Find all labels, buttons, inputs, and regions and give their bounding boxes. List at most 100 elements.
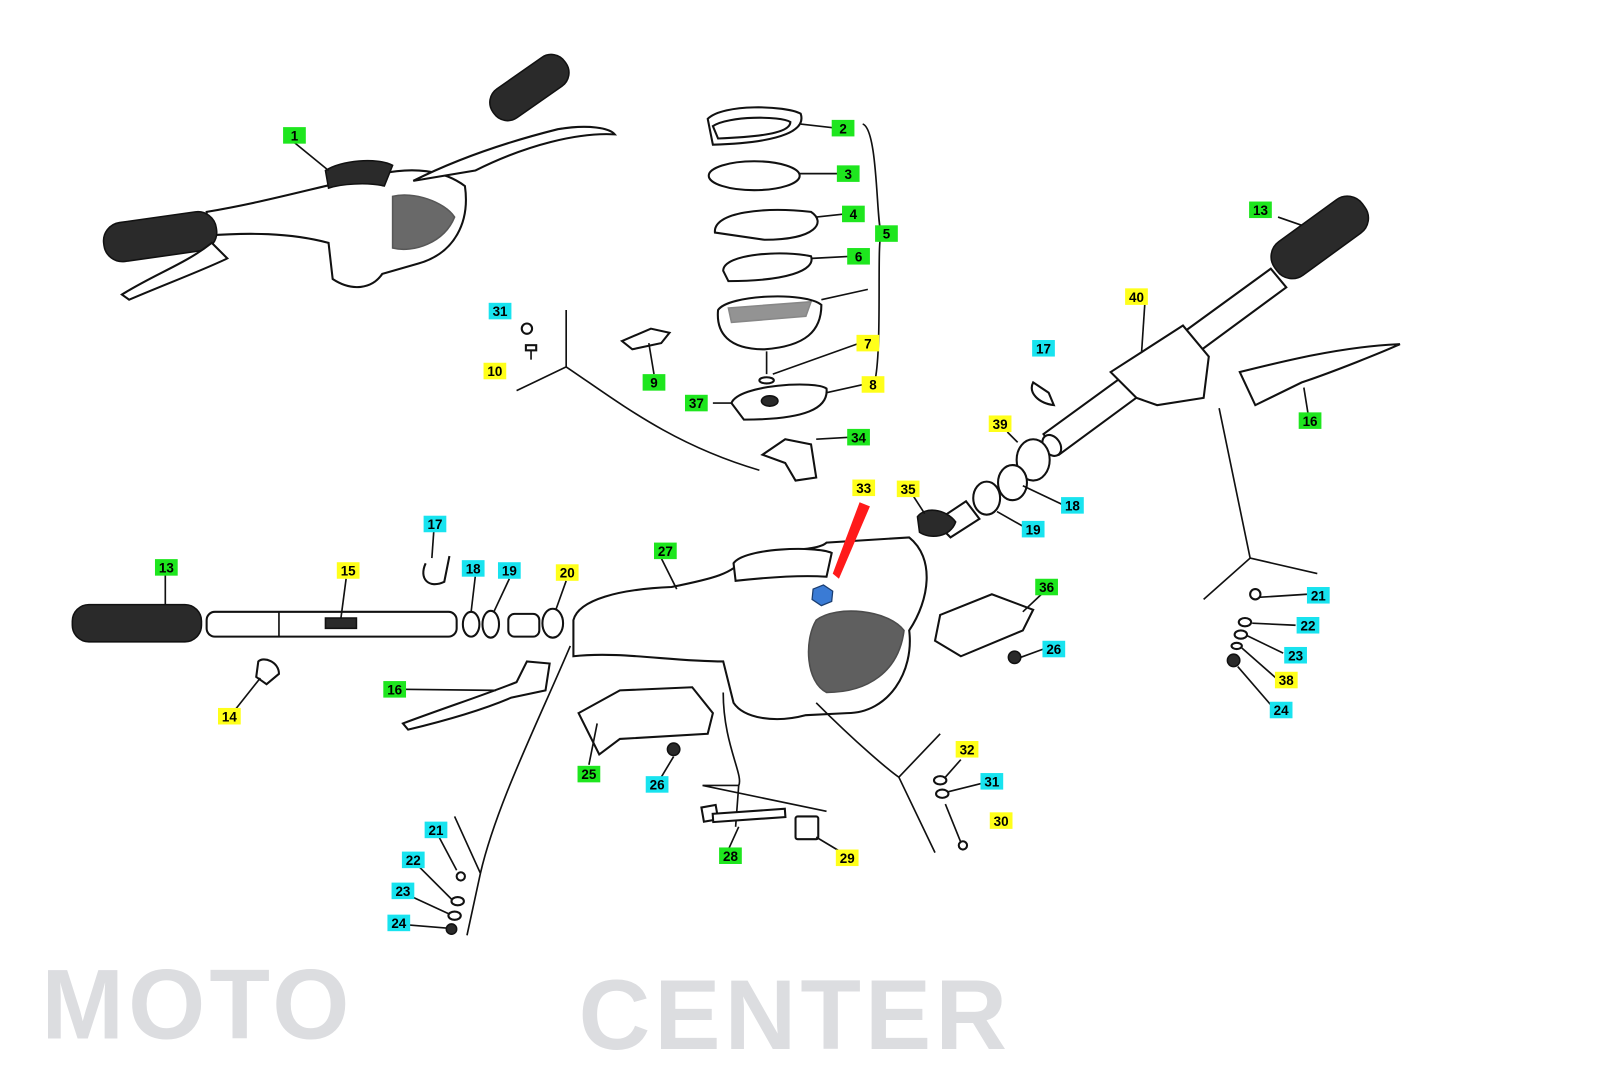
part-number: 7 <box>864 336 871 351</box>
part-label-10: 10 <box>483 362 507 380</box>
label-highlight <box>1296 616 1320 634</box>
part-label-14: 14 <box>217 707 241 725</box>
part-label-19: 19 <box>497 562 521 579</box>
watermark-text: CENTER <box>579 960 1012 1071</box>
part-number: 25 <box>581 767 596 782</box>
part-number: 8 <box>869 378 877 393</box>
part-number: 4 <box>850 207 858 222</box>
part-label-18: 18 <box>1061 497 1084 514</box>
label-highlight <box>497 562 521 579</box>
part-number: 16 <box>1303 414 1318 429</box>
part-label-17: 17 <box>1032 340 1055 357</box>
label-highlight <box>875 225 898 242</box>
part-label-34: 34 <box>847 428 870 446</box>
part-label-6: 6 <box>847 248 870 265</box>
part-number: 34 <box>851 430 866 445</box>
right-handlebar-parts <box>912 195 1401 706</box>
part-label-4: 4 <box>842 205 865 223</box>
part-number: 21 <box>429 823 444 838</box>
label-highlight <box>424 821 448 839</box>
part-number: 40 <box>1129 290 1144 305</box>
left-handlebar-parts <box>71 529 572 936</box>
part-label-25: 25 <box>577 765 601 783</box>
part-label-31: 31 <box>488 302 512 320</box>
part-label-5: 5 <box>875 225 898 242</box>
part-number: 26 <box>650 778 665 793</box>
label-highlight <box>1306 587 1330 604</box>
part-number: 28 <box>723 849 738 864</box>
label-highlight <box>461 560 485 577</box>
part-label-22: 22 <box>401 851 425 869</box>
part-label-23: 23 <box>391 882 415 900</box>
label-highlight <box>988 415 1012 432</box>
part-number: 39 <box>993 417 1008 432</box>
label-highlight <box>488 302 512 320</box>
part-label-24: 24 <box>387 914 411 932</box>
label-highlight <box>847 248 870 265</box>
part-label-8: 8 <box>861 376 885 393</box>
label-highlight <box>387 914 411 932</box>
part-label-26: 26 <box>1042 640 1066 658</box>
part-label-20: 20 <box>555 564 579 581</box>
label-highlight <box>842 205 865 223</box>
part-label-37: 37 <box>684 394 708 412</box>
label-highlight <box>653 542 677 560</box>
part-label-30: 30 <box>989 812 1013 829</box>
label-highlight <box>642 374 666 391</box>
label-highlight <box>577 765 601 783</box>
part-label-28: 28 <box>719 847 742 864</box>
part-label-31: 31 <box>980 773 1004 790</box>
part-label-3: 3 <box>836 165 860 182</box>
part-label-23: 23 <box>1284 646 1307 664</box>
part-number: 19 <box>502 564 517 579</box>
label-highlight <box>217 707 241 725</box>
part-label-29: 29 <box>835 849 859 867</box>
part-number: 37 <box>689 396 704 411</box>
part-number: 2 <box>839 121 846 136</box>
label-highlight <box>154 559 178 576</box>
part-label-39: 39 <box>988 415 1012 432</box>
label-highlight <box>955 741 979 758</box>
part-number: 17 <box>427 517 442 532</box>
label-highlight <box>989 812 1013 829</box>
part-label-21: 21 <box>1306 587 1330 604</box>
label-highlight <box>852 479 876 497</box>
label-highlight <box>1284 646 1307 664</box>
part-label-36: 36 <box>1035 578 1058 596</box>
part-label-21: 21 <box>424 821 448 839</box>
part-label-40: 40 <box>1125 288 1148 305</box>
label-highlight <box>645 776 669 793</box>
label-highlight <box>835 849 859 867</box>
part-number: 10 <box>487 364 502 379</box>
part-label-7: 7 <box>856 334 880 352</box>
part-number: 15 <box>341 564 356 579</box>
part-number: 18 <box>1065 499 1080 514</box>
part-label-16: 16 <box>1298 412 1322 429</box>
part-label-32: 32 <box>955 741 979 758</box>
part-label-22: 22 <box>1296 616 1320 634</box>
part-number: 21 <box>1311 588 1326 603</box>
part-label-38: 38 <box>1274 671 1298 689</box>
label-highlight <box>336 562 360 579</box>
part-label-1: 1 <box>283 127 306 144</box>
part-number: 22 <box>1301 618 1316 633</box>
label-highlight <box>383 681 407 698</box>
part-number: 32 <box>960 742 975 757</box>
label-highlight <box>896 480 920 498</box>
part-number: 23 <box>395 884 410 899</box>
part-number: 31 <box>493 304 508 319</box>
label-highlight <box>836 165 860 182</box>
part-number: 9 <box>650 376 657 391</box>
part-number: 24 <box>1274 703 1289 718</box>
watermark-text: MOTO <box>41 950 353 1061</box>
part-label-9: 9 <box>642 374 666 391</box>
part-number: 30 <box>994 814 1009 829</box>
part-label-13: 13 <box>1249 201 1272 219</box>
label-highlight <box>856 334 880 352</box>
label-highlight <box>1125 288 1148 305</box>
label-highlight <box>483 362 507 380</box>
label-highlight <box>1249 201 1272 219</box>
part-number: 20 <box>560 566 575 581</box>
piaggio-logo-badge <box>811 584 834 607</box>
